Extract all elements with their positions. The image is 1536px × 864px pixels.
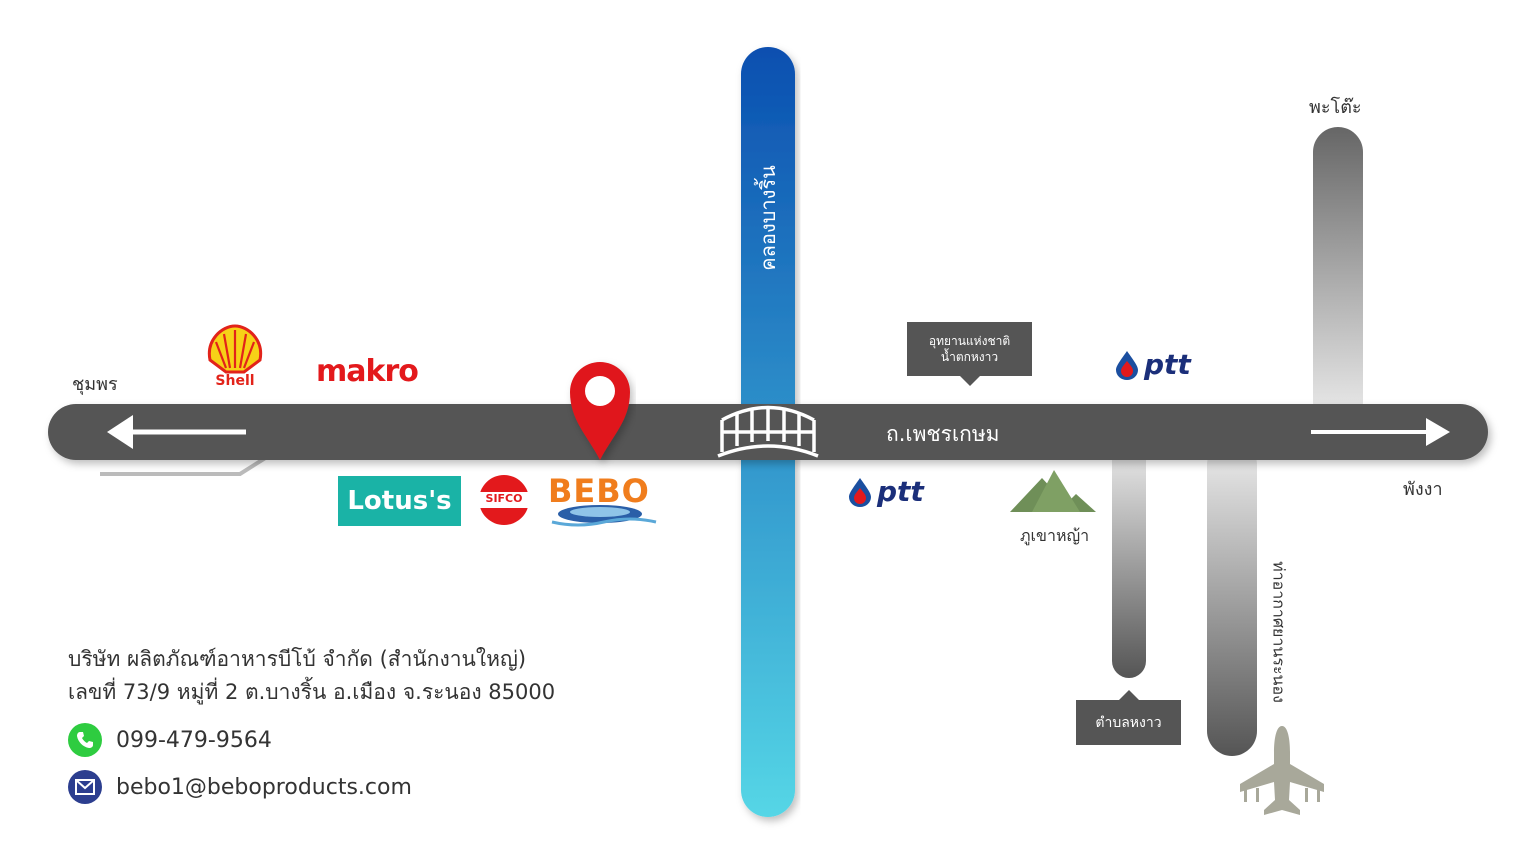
road-to-ngao [1112, 440, 1146, 678]
location-pin-icon [570, 362, 630, 460]
airport-road-label: ท่าอากาศยานระนอง [1269, 561, 1289, 703]
bebo-text: BEBO [548, 472, 650, 510]
shell-text: Shell [215, 373, 255, 389]
mountain-icon [1010, 470, 1096, 512]
ptt-text-top: ptt [1144, 348, 1191, 381]
ptt-drop-icon [1116, 350, 1138, 380]
lotus-logo: Lotus's [338, 476, 461, 526]
city-chumphon-label: ชุมพร [72, 374, 118, 395]
subdistrict-label: ตำบลหงาว [1095, 714, 1162, 731]
side-road-left [100, 453, 272, 476]
phone-contact[interactable]: 099-479-9564 [68, 723, 272, 757]
ptt-text-bottom: ptt [877, 475, 924, 508]
city-phato-label: พะโต๊ะ [1309, 97, 1362, 118]
park-line1: อุทยานแห่งชาติ [928, 334, 1011, 348]
email-contact[interactable]: bebo1@beboproducts.com [68, 770, 412, 804]
airplane-icon [1240, 726, 1324, 815]
park-line2: น้ำตกหงาว [940, 350, 999, 364]
road-to-airport [1207, 440, 1257, 756]
company-name: บริษัท ผลิตภัณฑ์อาหารบีโบ้ จำกัด (สำนักง… [68, 647, 527, 671]
arrow-left-icon [107, 415, 246, 449]
canal-label: คลองบางริ้น [756, 165, 780, 271]
road-to-phato [1313, 127, 1363, 427]
mountain-label: ภูเขาหญ้า [1020, 526, 1090, 545]
makro-logo: makro [316, 354, 419, 389]
company-address: เลขที่ 73/9 หมู่ที่ 2 ต.บางริ้น อ.เมือง … [68, 680, 556, 704]
sifco-text: SIFCO [485, 492, 523, 505]
sifco-logo: SIFCO [476, 474, 532, 526]
city-phangnga-label: พังงา [1403, 479, 1443, 500]
arrow-right-icon [1311, 418, 1450, 446]
bebo-logo: BEBO [548, 472, 662, 530]
lotus-text: Lotus's [347, 486, 452, 516]
email-address[interactable]: bebo1@beboproducts.com [116, 774, 412, 800]
shell-logo: Shell [206, 324, 264, 390]
ptt-logo-top: ptt [1114, 348, 1191, 381]
phone-number[interactable]: 099-479-9564 [116, 727, 272, 753]
main-road-label: ถ.เพชรเกษม [886, 422, 1000, 446]
subdistrict-callout: ตำบลหงาว [1076, 690, 1181, 745]
bridge-icon [717, 405, 819, 458]
ptt-logo-bottom: ptt [847, 475, 924, 508]
national-park-callout: อุทยานแห่งชาติ น้ำตกหงาว [907, 322, 1032, 386]
phone-icon [68, 723, 102, 757]
email-icon [68, 770, 102, 804]
ptt-drop-icon [849, 477, 871, 507]
